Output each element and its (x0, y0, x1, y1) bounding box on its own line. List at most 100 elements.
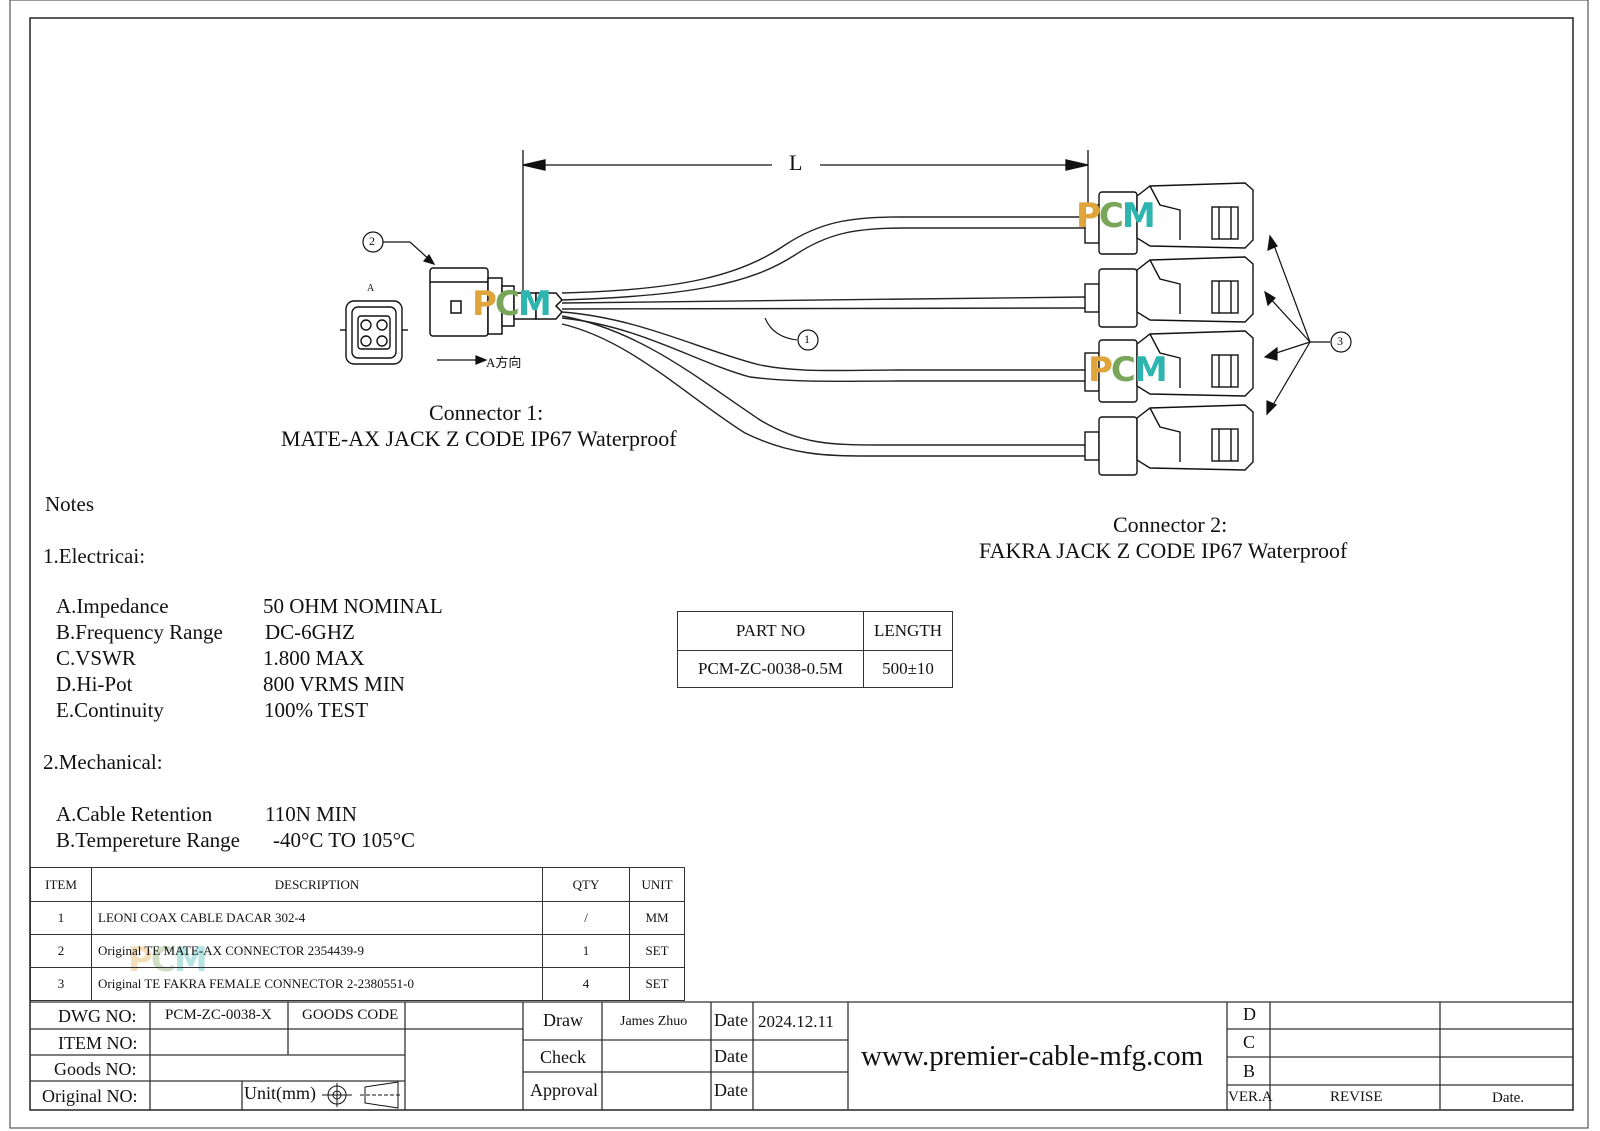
bom-item: 3 (30, 967, 92, 1001)
watermark-m: M (1121, 196, 1156, 236)
spec-continuity-value: 100% TEST (264, 698, 369, 722)
revision-c: C (1243, 1032, 1256, 1052)
connector2-title: Connector 2: (1113, 512, 1228, 537)
view-arrow (437, 355, 488, 365)
view-a-label: A (367, 283, 375, 294)
pcm-watermark-2: PCM (1076, 196, 1156, 236)
goods-no-label: Goods NO: (54, 1059, 137, 1079)
spec-vswr-value: 1.800 MAX (263, 646, 365, 670)
length-value: 500±10 (863, 650, 953, 688)
connector1-front-view (340, 300, 408, 365)
bom-unit: SET (629, 967, 685, 1001)
draw-label: Draw (543, 1010, 583, 1030)
date-column-label: Date. (1492, 1090, 1525, 1106)
table-row: 3 Original TE FAKRA FEMALE CONNECTOR 2-2… (30, 967, 685, 1001)
bom-item: 2 (30, 934, 92, 968)
unit-label: Unit(mm) (244, 1083, 316, 1103)
bom-unit: MM (629, 901, 685, 935)
title-block-grid (30, 1001, 1573, 1110)
bom-description: LEONI COAX CABLE DACAR 302-4 (91, 901, 543, 935)
spec-hipot-value: 800 VRMS MIN (263, 672, 405, 696)
spec-impedance-label: A.Impedance (56, 594, 169, 618)
callout-leader-3 (1263, 234, 1330, 416)
company-website: www.premier-cable-mfg.com (861, 1040, 1204, 1072)
watermark-c: C (1110, 350, 1136, 390)
dwg-no-value: PCM-ZC-0038-X (165, 1007, 272, 1023)
callout-leader-2 (383, 241, 436, 265)
spec-continuity-label: E.Continuity (56, 698, 164, 722)
approval-label: Approval (530, 1080, 598, 1100)
watermark-m: M (517, 284, 552, 324)
dimension-label: L (789, 150, 803, 175)
bom-item: 1 (30, 901, 92, 935)
watermark-c: C (1098, 196, 1124, 236)
fakra-connector-2 (1084, 256, 1254, 328)
spec-frequency-value: DC-6GHZ (265, 620, 355, 644)
electrical-heading: 1.Electricai: (43, 544, 146, 568)
length-header: LENGTH (863, 611, 953, 651)
revise-label: REVISE (1330, 1089, 1383, 1105)
item-no-label: ITEM NO: (58, 1033, 138, 1053)
watermark-p: P (1088, 350, 1113, 390)
check-date-label: Date (714, 1046, 748, 1066)
pcm-watermark-3: PCM (1088, 350, 1168, 390)
dwg-no-label: DWG NO: (58, 1006, 137, 1026)
revision-b: B (1243, 1061, 1256, 1081)
goods-code-label: GOODS CODE (302, 1007, 399, 1023)
bom-header-description: DESCRIPTION (91, 867, 543, 902)
bom-header-unit: UNIT (629, 867, 685, 902)
coax-cables (561, 216, 1086, 457)
part-number-table: PART NO LENGTH PCM-ZC-0038-0.5M 500±10 (677, 611, 953, 688)
spec-hipot-label: D.Hi-Pot (56, 672, 133, 696)
spec-impedance-value: 50 OHM NOMINAL (263, 594, 443, 618)
watermark-p: P (472, 284, 497, 324)
connector2-desc: FAKRA JACK Z CODE IP67 Waterproof (979, 538, 1348, 563)
check-label: Check (540, 1047, 586, 1067)
fakra-connector-4 (1084, 404, 1254, 476)
projection-symbol-icon (322, 1081, 402, 1109)
watermark-m: M (1133, 350, 1168, 390)
bom-qty: 1 (542, 934, 630, 968)
fakra-connector-1 (1084, 182, 1254, 255)
sheet-outer-border (9, 0, 1589, 1129)
view-direction-label: A方向 (486, 355, 522, 370)
sheet-inner-border (29, 17, 1574, 1111)
approval-date-label: Date (714, 1080, 748, 1100)
spec-temperature-label: B.Tempereture Range (56, 828, 240, 852)
callout-3-number: 3 (1337, 334, 1343, 348)
connector1-desc: MATE-AX JACK Z CODE IP67 Waterproof (281, 426, 677, 451)
callout-1-number: 1 (804, 332, 810, 346)
bom-qty: / (542, 901, 630, 935)
bom-unit: SET (629, 934, 685, 968)
connector1-body (429, 267, 564, 337)
draw-date: 2024.12.11 (758, 1012, 834, 1031)
callout-circles (362, 231, 1352, 353)
bom-description: Original TE FAKRA FEMALE CONNECTOR 2-238… (91, 967, 543, 1001)
callout-leader-1 (764, 317, 798, 341)
fakra-connector-3 (1084, 330, 1254, 403)
callout-2-number: 2 (369, 234, 375, 248)
original-no-label: Original NO: (42, 1086, 138, 1106)
bom-header-qty: QTY (542, 867, 630, 902)
bom-description: Original TE MATE-AX CONNECTOR 2354439-9 (91, 934, 543, 968)
notes-heading: Notes (45, 492, 94, 516)
watermark-p: P (1076, 196, 1101, 236)
connector1-title: Connector 1: (429, 400, 544, 425)
spec-frequency-label: B.Frequency Range (56, 620, 223, 644)
dimension-line (522, 150, 1089, 300)
drawer-name: James Zhuo (620, 1014, 688, 1029)
table-row: 2 Original TE MATE-AX CONNECTOR 2354439-… (30, 934, 685, 968)
version-label: VER.A (1228, 1089, 1273, 1105)
spec-temperature-value: -40°C TO 105°C (273, 828, 416, 852)
part-no-value: PCM-ZC-0038-0.5M (677, 650, 864, 688)
bom-header-item: ITEM (30, 867, 92, 902)
spec-retention-value: 110N MIN (265, 802, 357, 826)
bom-qty: 4 (542, 967, 630, 1001)
part-no-header: PART NO (677, 611, 864, 651)
pcm-watermark-1: PCM (472, 284, 552, 324)
mechanical-heading: 2.Mechanical: (43, 750, 163, 774)
table-row: 1 LEONI COAX CABLE DACAR 302-4 / MM (30, 901, 685, 935)
revision-d: D (1243, 1004, 1256, 1024)
watermark-c: C (494, 284, 520, 324)
